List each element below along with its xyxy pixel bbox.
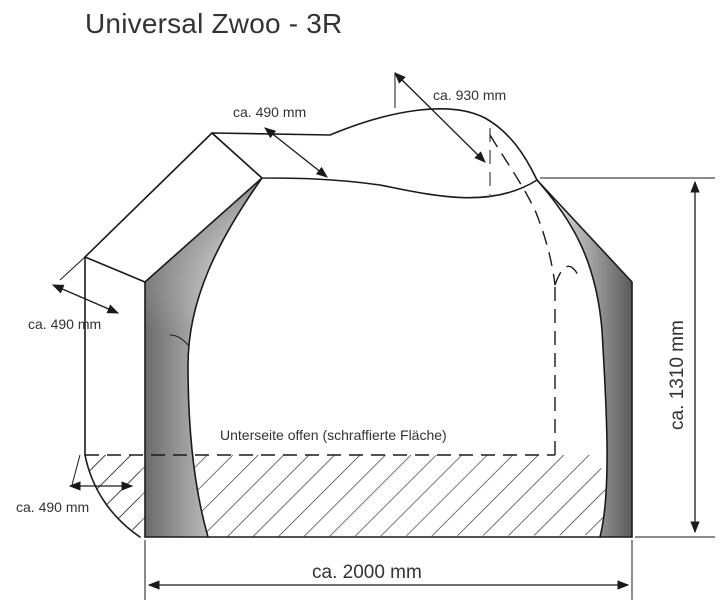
left-inner-shading-top <box>145 178 262 330</box>
dimension-lines <box>51 72 715 600</box>
bottom-depth-label: ca. 490 mm <box>16 499 90 515</box>
top-width-label: ca. 930 mm <box>433 87 507 103</box>
hatched-bottom <box>85 455 632 537</box>
left-depth-label: ca. 490 mm <box>28 316 102 332</box>
diagram-title: Universal Zwoo - 3R <box>85 8 343 39</box>
hidden-edges <box>85 128 579 456</box>
right-inner-shading <box>537 180 632 537</box>
top-depth-label: ca. 490 mm <box>233 104 307 120</box>
width-label: ca. 2000 mm <box>312 562 422 583</box>
open-bottom-note: Unterseite offen (schraffierte Fläche) <box>220 427 447 443</box>
hatched-left-side <box>85 455 140 537</box>
height-label: ca. 1310 mm <box>667 320 688 430</box>
